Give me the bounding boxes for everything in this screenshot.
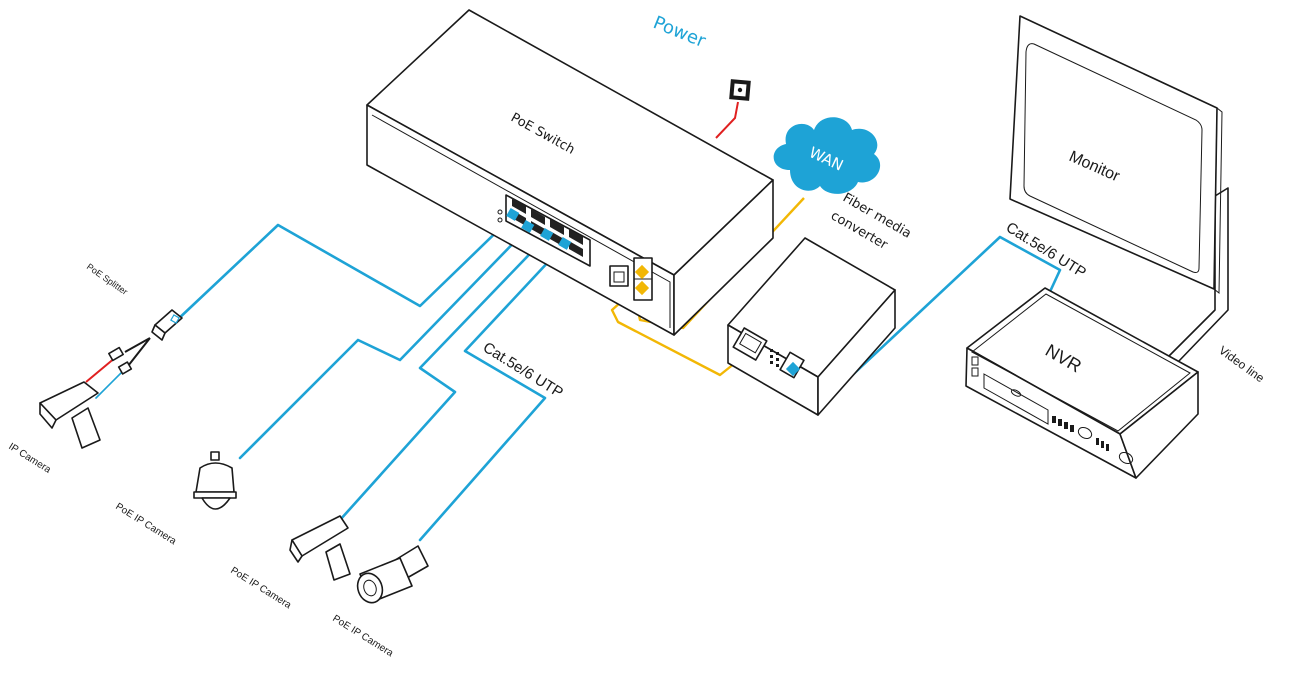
led-indicator	[497, 217, 503, 223]
sfp-connector-2	[634, 280, 650, 296]
poe-switch[interactable]: PoE Switch	[366, 9, 774, 336]
power-outlet[interactable]: Power	[650, 12, 751, 101]
poe-connector-1	[506, 208, 520, 221]
led-indicator	[497, 209, 503, 215]
status-leds	[770, 349, 779, 367]
dome-camera-label: PoE IP Camera	[113, 501, 178, 547]
sfp-connector-1	[634, 264, 650, 280]
poe-camera-dome[interactable]: PoE IP Camera	[113, 451, 237, 547]
cable-port1-splitter	[173, 214, 515, 324]
cable-label-cameras: Cat.5e/6 UTP	[480, 339, 566, 402]
fiber-port	[732, 327, 768, 361]
nvr-drive-bay	[983, 373, 1049, 425]
power-cable	[715, 101, 739, 139]
poe-splitter[interactable]: PoE Splitter	[85, 261, 183, 367]
ip-camera[interactable]: IP Camera	[6, 381, 101, 476]
nvr[interactable]: NVR	[965, 287, 1199, 479]
poe-connector-2	[521, 220, 535, 233]
ip-camera-label: IP Camera	[6, 441, 53, 476]
poe-connector-3	[540, 228, 554, 241]
cable-port4-bullet	[418, 242, 567, 542]
power-label: Power	[650, 12, 709, 52]
nvr-usb-port	[971, 356, 979, 366]
cable-label-video: Video line	[1216, 343, 1267, 385]
splitter-label: PoE Splitter	[85, 261, 130, 296]
monitor-screen	[1023, 43, 1203, 273]
cable-port3-box	[338, 233, 550, 522]
splitter-output-cable	[124, 337, 151, 367]
cloud-icon	[773, 117, 881, 194]
power-lead-red	[85, 356, 117, 383]
nvr-knob	[1118, 451, 1134, 465]
bullet-camera-label: PoE IP Camera	[330, 613, 395, 659]
nvr-buttons	[1052, 416, 1109, 451]
poe-connector-4	[558, 237, 572, 250]
nvr-knob	[1077, 426, 1093, 440]
wan-cloud[interactable]: WAN	[773, 117, 881, 194]
box-camera-label: PoE IP Camera	[228, 565, 293, 611]
rj45-connector	[785, 361, 801, 377]
poe-camera-box[interactable]: PoE IP Camera	[228, 515, 351, 611]
console-port	[609, 265, 629, 287]
cable-port2-dome	[238, 226, 530, 460]
data-lead-blue	[95, 369, 125, 399]
